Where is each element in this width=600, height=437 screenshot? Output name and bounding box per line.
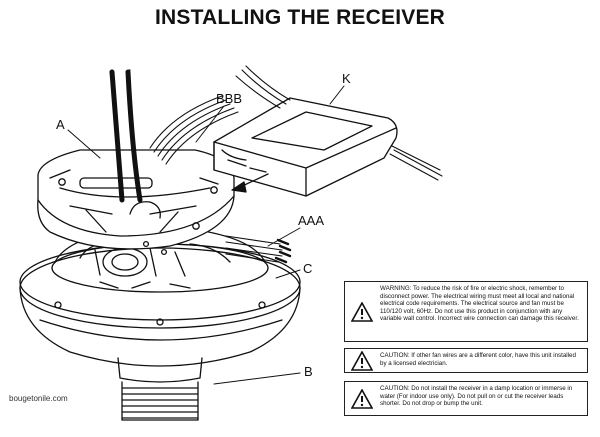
label-aaa: AAA (298, 213, 325, 228)
warning-triangle-icon (351, 388, 373, 409)
canopy-housing (19, 225, 301, 367)
warning-triangle-icon (351, 350, 373, 371)
caution-damp-text: CAUTION: Do not install the receiver in … (380, 385, 573, 408)
label-c: C (303, 261, 313, 276)
label-bbb: BBB (216, 91, 243, 106)
warning-box: WARNING: To reduce the risk of fire or e… (344, 281, 588, 342)
receiver-module (213, 65, 443, 197)
label-b: B (304, 364, 313, 379)
warning-text: WARNING: To reduce the risk of fire or e… (380, 285, 579, 323)
source-credit: bougetonile.com (9, 394, 68, 403)
label-a: A (56, 117, 65, 132)
warning-triangle-icon (351, 301, 373, 322)
caution-damp-box: CAUTION: Do not install the receiver in … (344, 381, 588, 416)
downrod-coupling (117, 357, 203, 421)
diagram-title: INSTALLING THE RECEIVER (154, 6, 446, 29)
mounting-bracket (37, 149, 235, 256)
label-k: K (342, 71, 351, 86)
leader-lines (67, 85, 345, 385)
aaa-wires (225, 235, 292, 264)
bbb-wires (149, 95, 239, 165)
caution-wires-text: CAUTION: If other fan wires are a differ… (380, 352, 576, 367)
caution-wires-box: CAUTION: If other fan wires are a differ… (344, 348, 588, 373)
ceiling-wires (109, 69, 143, 203)
